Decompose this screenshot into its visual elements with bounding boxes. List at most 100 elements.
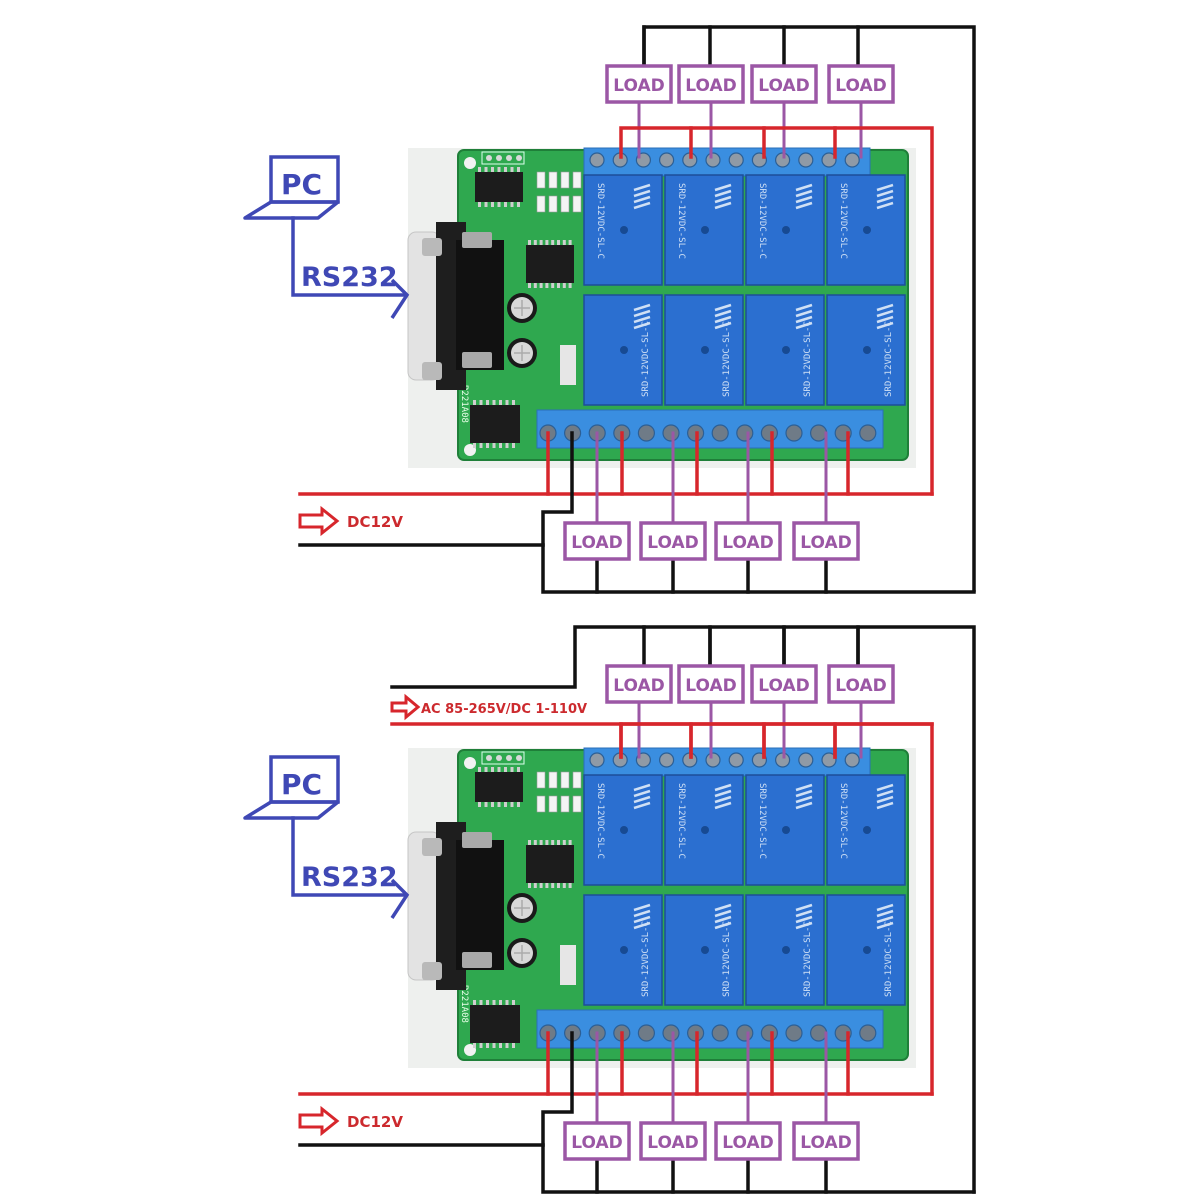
relay-model: SRD-12VDC-SL-C bbox=[838, 183, 848, 259]
relay-logo-stripe bbox=[795, 789, 813, 798]
load-label: LOAD bbox=[647, 1133, 699, 1153]
load-box: LOAD bbox=[563, 521, 631, 561]
ic-pin bbox=[512, 443, 515, 448]
terminal-screw bbox=[798, 752, 814, 768]
relay-logo-stripe bbox=[633, 303, 651, 312]
terminal-screw bbox=[705, 752, 721, 768]
relay-logo-stripe bbox=[876, 195, 894, 204]
relay-logo-stripe bbox=[876, 783, 894, 792]
regulator bbox=[560, 945, 576, 985]
ic-pin bbox=[510, 167, 514, 172]
relay-body bbox=[826, 294, 906, 406]
capacitor-vent bbox=[514, 900, 530, 916]
status-led bbox=[572, 795, 582, 813]
rs232-arrow-icon bbox=[390, 278, 410, 319]
relay-logo-stripe bbox=[876, 801, 894, 810]
db9-screw bbox=[422, 838, 442, 856]
relay-logo-stripe bbox=[714, 321, 732, 330]
ic-pin bbox=[484, 202, 488, 207]
db9-nut bbox=[462, 232, 492, 248]
ic-pin bbox=[497, 802, 501, 807]
status-led bbox=[536, 795, 546, 813]
relay-model: SRD-12VDC-SL-C bbox=[757, 783, 767, 859]
ic-pin bbox=[539, 283, 543, 288]
load-power-label: AC 85-265V/DC 1-110V bbox=[421, 702, 587, 717]
ic-pin bbox=[486, 1000, 489, 1005]
relay-model: SRD-12VDC-SL-C bbox=[803, 321, 813, 397]
relay-logo-stripe bbox=[876, 309, 894, 318]
ic-pin bbox=[528, 240, 531, 245]
load-box: LOAD bbox=[605, 64, 673, 104]
relay-logo-stripe bbox=[714, 801, 732, 810]
terminal-screw bbox=[658, 752, 675, 768]
relay-model: SRD-12VDC-SL-C bbox=[722, 921, 732, 997]
ic-pin bbox=[517, 802, 520, 807]
relay-logo-stripe bbox=[795, 309, 813, 318]
ground-wire bbox=[541, 431, 976, 594]
power-label: DC12V bbox=[347, 513, 403, 531]
load-box-frame bbox=[639, 521, 707, 561]
header-pin bbox=[496, 155, 502, 161]
load-box-frame bbox=[605, 64, 673, 104]
ic-pin bbox=[473, 1000, 476, 1005]
relay-dot bbox=[863, 826, 871, 834]
terminal-screw bbox=[711, 424, 729, 442]
load-box: LOAD bbox=[605, 664, 673, 704]
ic-pin bbox=[499, 1000, 502, 1005]
output-terminal-block-top bbox=[583, 147, 871, 177]
relay-logo-stripe bbox=[795, 195, 813, 204]
relay-logo-stripe bbox=[795, 903, 813, 912]
output-terminal-block-top bbox=[583, 747, 871, 777]
db9-body bbox=[456, 240, 504, 370]
db9-screw bbox=[422, 962, 442, 980]
header-pin bbox=[496, 755, 502, 761]
ic-pin bbox=[484, 767, 488, 772]
status-led bbox=[560, 195, 570, 213]
ic-pin bbox=[568, 840, 572, 845]
load-box-frame bbox=[750, 64, 818, 104]
relay-logo-stripe bbox=[633, 183, 651, 192]
relay-logo-stripe bbox=[714, 309, 732, 318]
ic-pin bbox=[545, 883, 549, 888]
relay-dot bbox=[620, 346, 628, 354]
relay-logo-stripe bbox=[714, 789, 732, 798]
load-box: LOAD bbox=[563, 1121, 631, 1161]
ic-pin bbox=[517, 167, 520, 172]
load-label: LOAD bbox=[800, 533, 852, 553]
load-label: LOAD bbox=[835, 676, 887, 696]
relay-dot bbox=[782, 346, 790, 354]
load-box-frame bbox=[714, 521, 782, 561]
load-label: LOAD bbox=[685, 676, 737, 696]
capacitor-vent bbox=[514, 300, 530, 316]
load-box-frame bbox=[827, 64, 895, 104]
terminal-screw bbox=[711, 1024, 729, 1042]
relay-logo-stripe bbox=[633, 783, 651, 792]
ic-pin bbox=[492, 1000, 496, 1005]
relay-logo-stripe bbox=[714, 921, 732, 930]
status-led bbox=[560, 171, 570, 189]
terminal-screw bbox=[809, 424, 828, 442]
capacitor-vent bbox=[514, 945, 530, 961]
ic-pin bbox=[473, 443, 476, 448]
ic-pin bbox=[551, 883, 555, 888]
ic-pin bbox=[545, 840, 549, 845]
capacitor-vent bbox=[514, 345, 530, 361]
load-box: LOAD bbox=[792, 1121, 860, 1161]
ic-pin bbox=[539, 840, 543, 845]
relay-dot bbox=[863, 226, 871, 234]
db9-screw bbox=[422, 362, 442, 380]
status-led bbox=[536, 771, 546, 789]
ic-pin bbox=[484, 167, 488, 172]
load-box: LOAD bbox=[639, 1121, 707, 1161]
relay-dot bbox=[701, 226, 709, 234]
board-label: R221A08 bbox=[459, 985, 469, 1023]
ic-pin bbox=[512, 1043, 515, 1048]
relay-dot bbox=[620, 226, 628, 234]
ic-pin bbox=[486, 443, 489, 448]
power-arrow-icon bbox=[298, 505, 340, 537]
header-pin bbox=[486, 155, 492, 161]
ic-pin bbox=[505, 400, 509, 405]
ic-pin bbox=[491, 767, 494, 772]
terminal-screw bbox=[662, 1024, 680, 1042]
